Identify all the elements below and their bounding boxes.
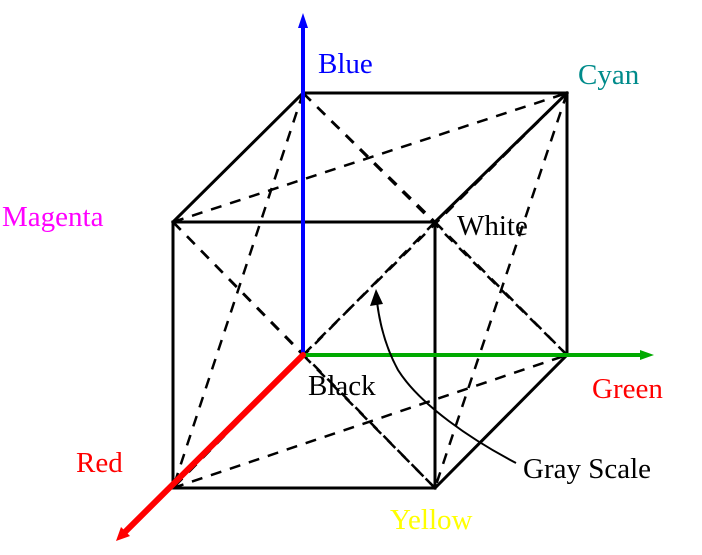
diagonal-magenta-to-cyan — [172, 91, 568, 224]
label-black: Black — [308, 370, 376, 402]
cube-edges — [170, 90, 570, 491]
gray-scale-pointer — [376, 301, 517, 464]
label-cyan: Cyan — [578, 59, 640, 91]
diagonal-cyan-to-yellow — [433, 92, 569, 489]
edge-magenta-blue — [170, 90, 306, 225]
label-white: White — [457, 210, 528, 242]
diagonal-red-to-green — [172, 353, 568, 490]
label-blue: Blue — [318, 48, 373, 80]
red-axis-arrowhead — [116, 527, 130, 541]
diagonal-blue-to-white — [302, 92, 436, 223]
label-red: Red — [76, 447, 123, 479]
diagonal-blue-to-red — [171, 92, 305, 489]
edge-yellow-green — [432, 352, 570, 491]
label-yellow: Yellow — [390, 504, 473, 536]
gray-scale-pointer-arrowhead — [370, 289, 383, 306]
blue-axis-arrowhead — [298, 13, 308, 28]
edge-white-cyan — [432, 90, 570, 225]
axes — [116, 13, 654, 541]
label-gray-scale: Gray Scale — [523, 453, 651, 485]
label-green: Green — [592, 373, 663, 405]
vertex-labels: Blue Cyan Magenta White Black Green Red … — [2, 48, 663, 536]
label-magenta: Magenta — [2, 201, 104, 233]
red-axis — [121, 352, 306, 536]
green-axis-arrowhead — [640, 350, 654, 360]
